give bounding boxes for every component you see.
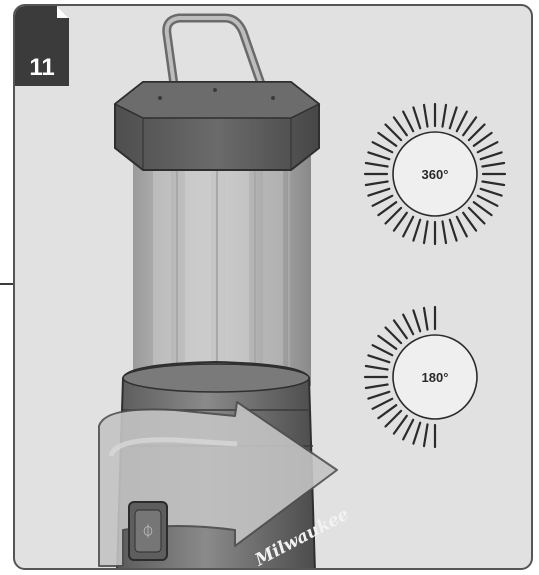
- mode-360-ray: [422, 220, 429, 245]
- mode-180-ray: [371, 397, 394, 410]
- side-marker-line: [0, 283, 17, 285]
- mode-360-ray: [448, 106, 458, 130]
- mode-180-ray: [402, 313, 415, 336]
- mode-180-ray: [392, 414, 408, 435]
- mode-360-ray: [371, 141, 394, 154]
- mode-360-label: 360°: [422, 167, 449, 182]
- mode-360-ray: [384, 123, 403, 142]
- power-switch: ⏀: [128, 501, 168, 561]
- mode-180-ray: [377, 334, 398, 350]
- mode-360-ray: [481, 161, 506, 168]
- mode-360-ray: [367, 151, 391, 161]
- power-symbol-icon: ⏀: [141, 524, 154, 540]
- mode-360-ray: [402, 215, 415, 238]
- mode-180-ray: [367, 354, 391, 364]
- illustration-panel: ⏀ Milwaukee 360° 180° 11: [13, 4, 533, 570]
- mode-180-circle: [392, 334, 478, 420]
- mode-360-ray: [441, 220, 448, 245]
- mode-360-ray: [479, 151, 503, 161]
- mode-180-ray: [377, 404, 398, 420]
- burst-360-icon: 360°: [363, 102, 507, 246]
- mode-360-ray: [392, 211, 408, 232]
- mode-180-label: 180°: [422, 370, 449, 385]
- mode-180-ray: [364, 364, 389, 371]
- mode-180-ray: [367, 390, 391, 400]
- mode-180-ray: [371, 344, 394, 357]
- mode-180-ray: [384, 409, 403, 428]
- mode-360-ray: [481, 180, 506, 187]
- lantern-top-cap: [113, 81, 321, 171]
- mode-360-ray: [377, 201, 398, 217]
- mode-360-circle: [392, 131, 478, 217]
- mode-360-ray: [364, 180, 389, 187]
- mode-360-ray: [455, 110, 468, 133]
- burst-180-icon: 180°: [363, 305, 478, 449]
- mode-360-ray: [384, 206, 403, 225]
- mode-360-ray: [371, 194, 394, 207]
- mode-360-ray: [402, 110, 415, 133]
- mode-360-ray: [467, 206, 486, 225]
- mode-360-ray: [364, 161, 389, 168]
- lantern-diffuser: [133, 156, 311, 386]
- step-number-badge: 11: [15, 6, 69, 86]
- mode-360-ray: [377, 131, 398, 147]
- mode-360-ray: [441, 103, 448, 128]
- mode-180-ray: [392, 319, 408, 340]
- mode-360-ray: [467, 123, 486, 142]
- mode-360-ray: [455, 215, 468, 238]
- mode-360-ray: [472, 201, 493, 217]
- mode-360-ray: [412, 106, 422, 130]
- mode-180-ray: [402, 418, 415, 441]
- mode-360-ray: [479, 187, 503, 197]
- mode-360-ray: [448, 218, 458, 242]
- step-number: 11: [29, 54, 55, 81]
- mode-180-ray: [364, 383, 389, 390]
- mode-360-ray: [392, 116, 408, 137]
- mode-180-ray: [384, 326, 403, 345]
- mode-180-ray: [412, 309, 422, 333]
- mode-180-ray: [422, 423, 429, 448]
- mode-180-ray: [412, 421, 422, 445]
- mode-360-ray: [412, 218, 422, 242]
- mode-360-ray: [422, 103, 429, 128]
- mode-360-ray: [462, 116, 478, 137]
- mode-360-ray: [476, 141, 499, 154]
- mode-360-ray: [476, 194, 499, 207]
- mode-180-ray: [422, 306, 429, 331]
- mode-360-ray: [367, 187, 391, 197]
- mode-360-ray: [462, 211, 478, 232]
- illustration-canvas: ⏀ Milwaukee 360° 180°: [98, 13, 507, 568]
- mode-360-ray: [472, 131, 493, 147]
